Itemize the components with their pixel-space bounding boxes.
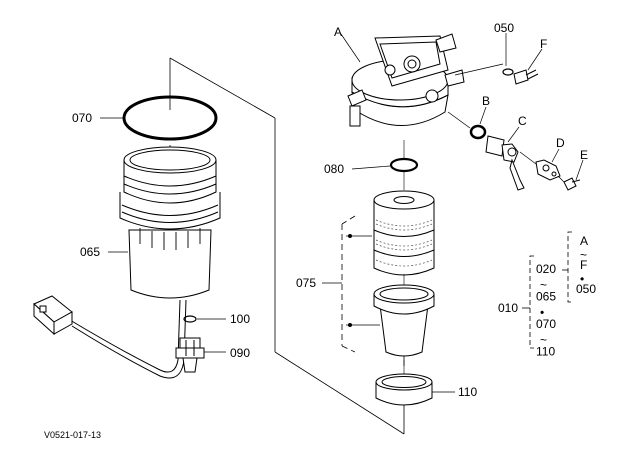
washer-050 <box>502 68 514 76</box>
legend-entry: • <box>540 306 544 320</box>
screw-E <box>563 177 581 191</box>
legend-entry: 050 <box>576 282 596 296</box>
legend: 010 020~065•070~110 A~F•050 <box>498 234 596 359</box>
o-ring-B <box>469 124 487 140</box>
callout-100: 100 <box>230 312 250 326</box>
drain-sensor-090 <box>175 337 205 373</box>
o-ring-100 <box>183 315 197 323</box>
callout-E: E <box>580 148 588 162</box>
legend-left-col: 020 ~065 •070 ~110 <box>536 262 556 359</box>
leaders-right <box>340 33 584 393</box>
legend-entry: 020 <box>536 262 556 276</box>
o-ring-080 <box>389 157 419 173</box>
legend-entry: F <box>580 258 587 272</box>
callout-labels: 070 065 100 090 080 075 110 A B C D E F … <box>72 21 588 399</box>
leader-valve-D <box>519 151 537 165</box>
ring-110 <box>375 373 433 406</box>
legend-entry: 110 <box>536 345 555 359</box>
legend-main: 010 <box>498 301 518 315</box>
callout-C: C <box>518 114 527 128</box>
bracket-D <box>535 159 561 181</box>
legend-entry: • <box>580 272 584 286</box>
callout-050: 050 <box>494 21 514 35</box>
bolt-F <box>513 69 539 85</box>
callout-110: 110 <box>458 385 477 399</box>
filter-head-A <box>347 33 465 127</box>
leader-D-E <box>557 175 565 183</box>
legend-entry: ~ <box>540 333 547 347</box>
legend-entry: ~ <box>540 278 547 292</box>
legend-entry: 070 <box>536 317 556 331</box>
bracket-075 <box>341 215 356 353</box>
callout-F: F <box>540 37 547 51</box>
callout-A: A <box>334 25 342 39</box>
legend-right-col: A~F•050 <box>576 234 596 296</box>
callout-B: B <box>482 94 490 108</box>
leaders-left <box>100 117 226 353</box>
bracket-075-pointers <box>322 233 380 327</box>
filter-element-075 <box>373 190 435 276</box>
sensor-harness <box>33 295 187 379</box>
legend-entry: 065 <box>536 290 556 304</box>
leader-050-head <box>454 63 504 76</box>
callout-065: 065 <box>80 245 100 259</box>
callout-070: 070 <box>72 111 92 125</box>
legend-entry: ~ <box>580 248 587 262</box>
callout-090: 090 <box>230 346 250 360</box>
callout-080: 080 <box>324 162 344 176</box>
legend-bracket <box>522 231 572 349</box>
callout-075: 075 <box>296 276 316 290</box>
valve-C <box>485 135 525 191</box>
filter-bowl-065 <box>119 146 221 299</box>
legend-entry: A <box>580 234 588 248</box>
filter-cup-075 <box>373 284 435 357</box>
exploded-frame <box>169 57 405 435</box>
leader-head-B <box>447 111 471 129</box>
figure-code: V0521-017-13 <box>44 430 101 440</box>
callout-D: D <box>556 136 565 150</box>
